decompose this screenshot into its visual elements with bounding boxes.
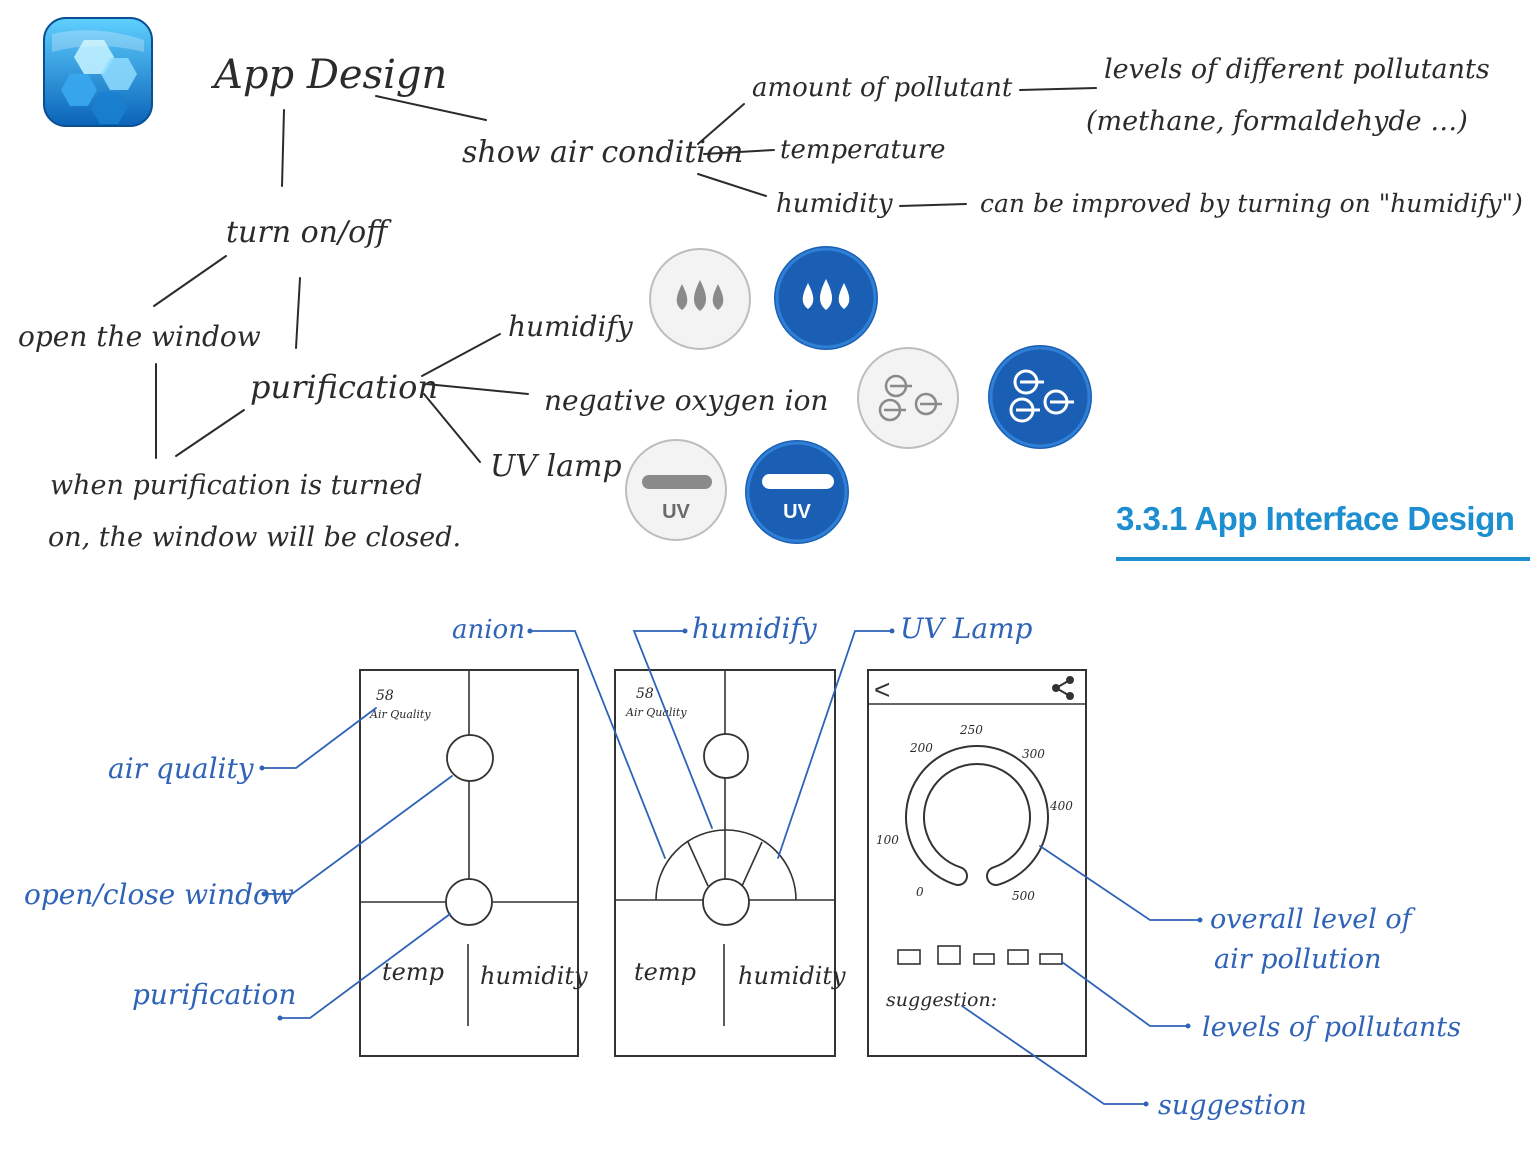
open-close-window-button[interactable]	[446, 734, 494, 782]
anion-toggle-off[interactable]	[857, 347, 959, 449]
air-quality-caption: Air Quality	[369, 708, 431, 721]
section-heading: 3.3.1 App Interface Design	[1116, 500, 1515, 537]
temp-label: temp	[634, 958, 696, 986]
suggestion-annotation: suggestion	[1158, 1090, 1307, 1121]
humidity-label: humidity	[776, 189, 893, 219]
mindmap-connectors	[153, 87, 1097, 463]
overall-level-annotation-line2: air pollution	[1214, 944, 1382, 975]
humidity-note-label: can be improved by turning on "humidify"…	[980, 189, 1523, 218]
water-drops-icon	[676, 280, 724, 311]
pollutant-levels-label-line1: levels of different pollutants	[1104, 54, 1490, 85]
open-close-window-annotation: open/close window	[24, 878, 294, 911]
purification-note-line2: on, the window will be closed.	[48, 522, 461, 553]
humidify-toggle-off[interactable]	[649, 248, 751, 350]
temperature-label: temperature	[780, 135, 945, 165]
share-icon[interactable]	[1052, 676, 1074, 700]
pollutant-levels-label-line2: (methane, formaldehyde …)	[1086, 106, 1468, 137]
uv-bar-icon	[642, 475, 712, 489]
suggestion-text: suggestion:	[886, 989, 997, 1011]
wireframe-screen-3: < 0 100 200 250 300 400 500 suggestion:	[867, 669, 1087, 1057]
gauge-tick-200: 200	[909, 741, 933, 755]
uv-lamp-annotation: UV Lamp	[900, 612, 1033, 645]
anion-toggle-on[interactable]	[988, 345, 1092, 449]
gauge-tick-500: 500	[1012, 889, 1035, 903]
purification-label: purification	[250, 368, 438, 406]
uv-toggle-on[interactable]: UV	[745, 440, 849, 544]
negative-ion-icon	[1009, 369, 1074, 423]
humidity-label: humidity	[480, 962, 588, 990]
turn-on-off-label: turn on/off	[226, 215, 392, 250]
purification-note-line1: when purification is turned	[50, 470, 422, 501]
purification-button[interactable]	[445, 878, 493, 926]
temp-label: temp	[382, 958, 444, 986]
purification-annotation: purification	[132, 978, 296, 1011]
purification-button[interactable]	[702, 878, 750, 926]
anion-annotation: anion	[452, 615, 525, 645]
uv-off-label: UV	[662, 501, 690, 523]
overall-level-annotation-line1: overall level of	[1210, 904, 1416, 935]
humidity-label: humidity	[738, 962, 846, 990]
show-air-condition-label: show air condition	[462, 135, 743, 170]
wireframe-screen-1: 58 Air Quality temp humidity	[359, 669, 588, 1057]
window-button[interactable]	[703, 733, 749, 779]
gauge-tick-0: 0	[916, 885, 924, 899]
humidify-toggle-on[interactable]	[774, 246, 878, 350]
pollutant-level-boxes	[897, 945, 1063, 965]
amount-of-pollutant-label: amount of pollutant	[752, 73, 1013, 103]
gauge-tick-100: 100	[876, 833, 899, 847]
water-drops-icon	[802, 279, 850, 310]
open-the-window-label: open the window	[18, 320, 261, 353]
uv-lamp-label: UV lamp	[490, 449, 622, 484]
wireframe-screen-2: 58 Air Quality temp humidity	[614, 669, 846, 1057]
humidify-annotation: humidify	[692, 612, 818, 645]
gauge-tick-400: 400	[1049, 799, 1073, 813]
uv-toggle-off[interactable]: UV	[625, 439, 727, 541]
gauge-tick-250: 250	[959, 723, 983, 737]
gauge-tick-300: 300	[1022, 747, 1045, 761]
app-logo-icon	[43, 17, 153, 127]
negative-oxygen-ion-label: negative oxygen ion	[544, 384, 828, 417]
back-button[interactable]: <	[874, 674, 890, 705]
annotation-leaders	[259, 628, 1203, 1107]
air-quality-caption: Air Quality	[625, 706, 687, 719]
section-heading-underline	[1116, 557, 1530, 561]
app-design-title: App Design	[210, 52, 447, 98]
negative-ion-icon	[878, 374, 942, 422]
uv-on-label: UV	[783, 501, 811, 523]
air-quality-value: 58	[376, 688, 394, 704]
air-quality-value: 58	[636, 686, 654, 702]
levels-of-pollutants-annotation: levels of pollutants	[1202, 1012, 1461, 1043]
humidify-label: humidify	[508, 310, 634, 343]
air-quality-annotation: air quality	[108, 752, 255, 785]
uv-bar-icon	[762, 474, 834, 489]
